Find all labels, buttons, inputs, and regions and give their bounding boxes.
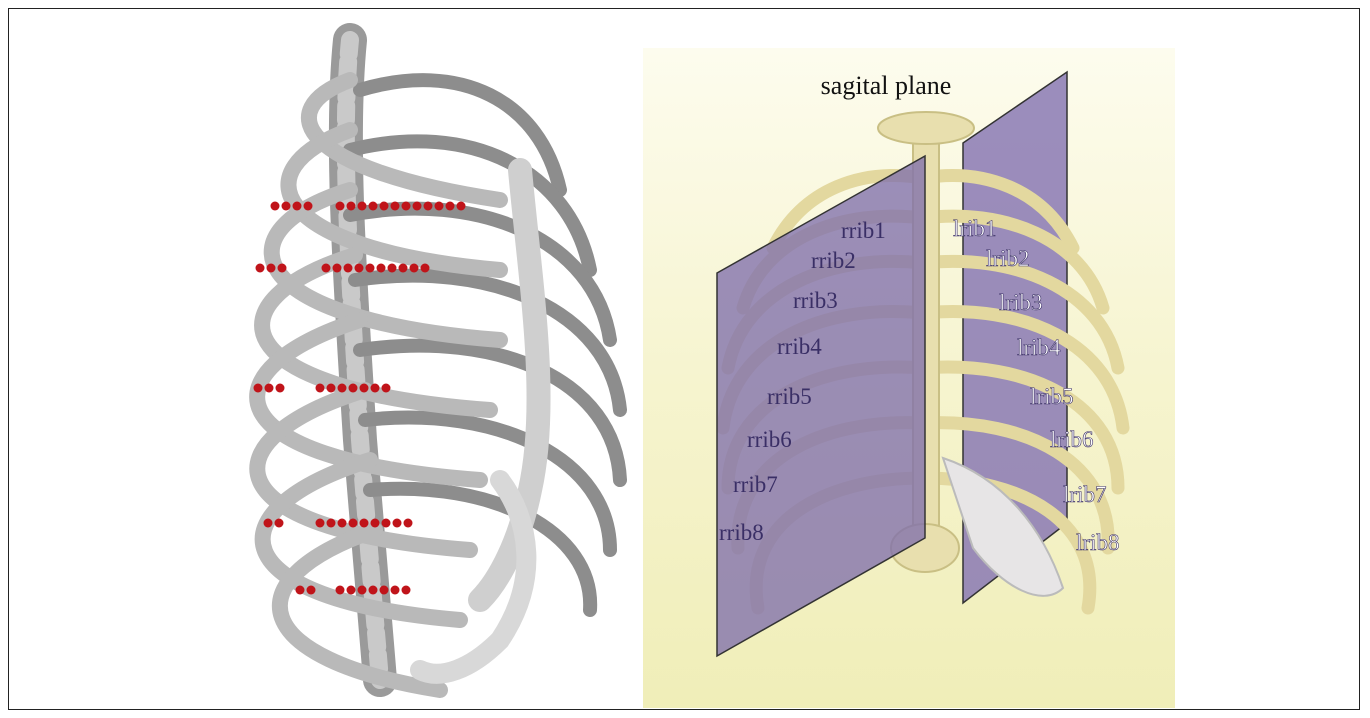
rib-label-rrib3: rrib3 [793,288,838,313]
gray-ribcage-panel [200,20,640,710]
sagittal-ribcage-illustration: sagital plane rrib1 rrib2 rrib3 rrib4 rr… [643,48,1175,708]
rib-label-lrib7: lrib7 [1063,482,1106,507]
gray-ribcage-illustration [200,20,640,710]
rib-label-lrib2: lrib2 [986,246,1029,271]
rib-label-lrib5: lrib5 [1030,384,1073,409]
rib-label-lrib3: lrib3 [999,290,1042,315]
rib-label-rrib2: rrib2 [811,248,856,273]
rib-label-lrib6: lrib6 [1050,427,1093,452]
marker-row-5 [296,586,411,595]
rib-label-rrib4: rrib4 [777,334,822,359]
rib-label-rrib6: rrib6 [747,427,792,452]
rib-label-lrib4: lrib4 [1017,335,1061,360]
rib-label-rrib5: rrib5 [767,384,812,409]
sagittal-plane-title: sagital plane [821,71,952,100]
rib-label-rrib7: rrib7 [733,472,778,497]
rib-label-lrib8: lrib8 [1076,530,1119,555]
rib-label-lrib1: lrib1 [953,216,996,241]
rib-label-rrib1: rrib1 [841,218,886,243]
rib-label-rrib8: rrib8 [719,520,764,545]
sagittal-ribcage-panel: sagital plane rrib1 rrib2 rrib3 rrib4 rr… [643,48,1175,708]
